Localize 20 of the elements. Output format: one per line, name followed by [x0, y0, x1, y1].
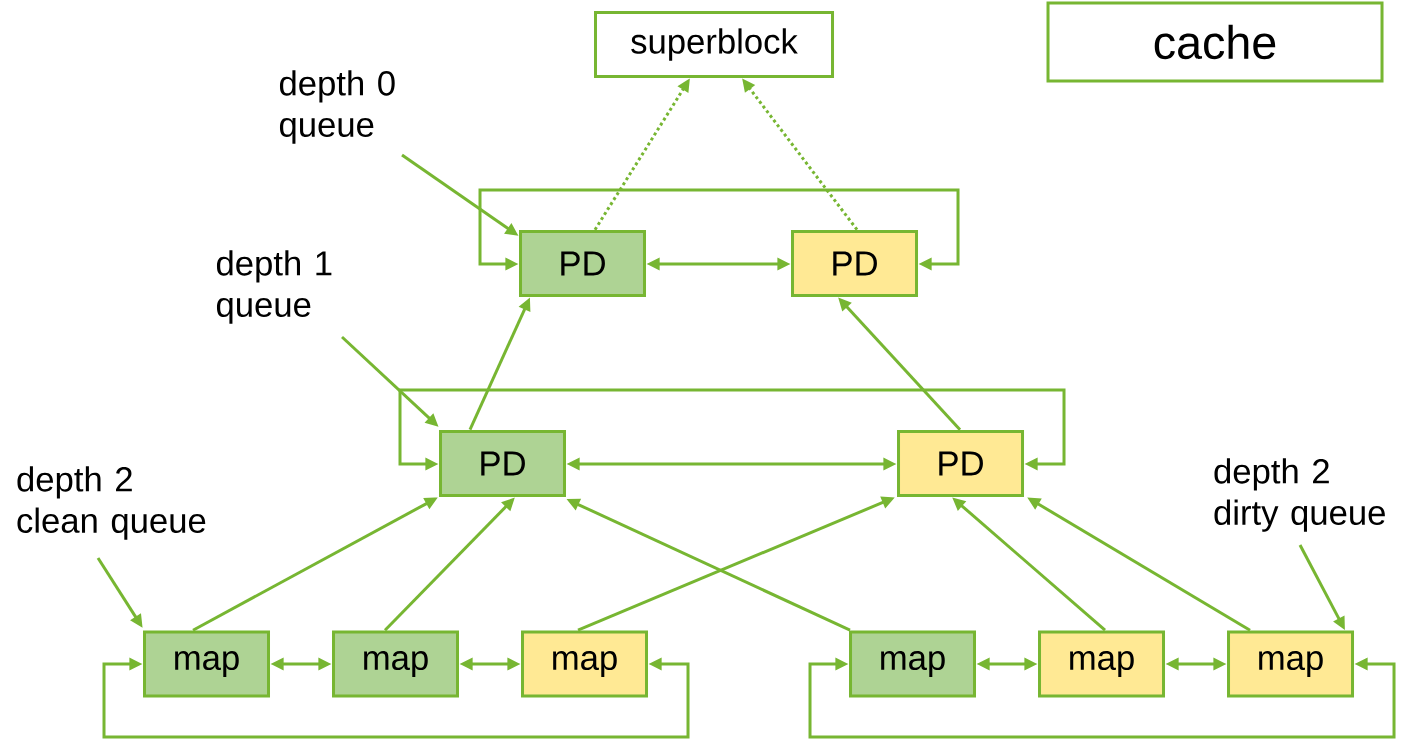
process-box: map	[521, 630, 648, 698]
process-box: map	[849, 630, 976, 698]
process-box: map	[332, 630, 459, 698]
process-box: map	[1038, 630, 1165, 698]
loop-arrow	[102, 657, 690, 739]
queue-label: depth 0 queue	[279, 70, 395, 144]
queue-label: depth 1 queue	[216, 250, 332, 324]
process-box: superblock	[594, 11, 834, 78]
process-box: map	[143, 630, 270, 698]
loop-arrow	[398, 388, 1066, 471]
loop-arrow	[808, 657, 1396, 739]
process-box: map	[1227, 630, 1354, 698]
process-box: cache	[1046, 1, 1384, 83]
queue-label: depth 2 clean queue	[17, 466, 206, 540]
queue-label: depth 2 dirty queue	[1214, 458, 1385, 532]
loop-arrow	[478, 188, 960, 271]
process-box: PD	[519, 230, 646, 297]
process-box: PD	[439, 430, 566, 497]
process-box: PD	[791, 230, 918, 297]
process-box: PD	[897, 430, 1024, 497]
